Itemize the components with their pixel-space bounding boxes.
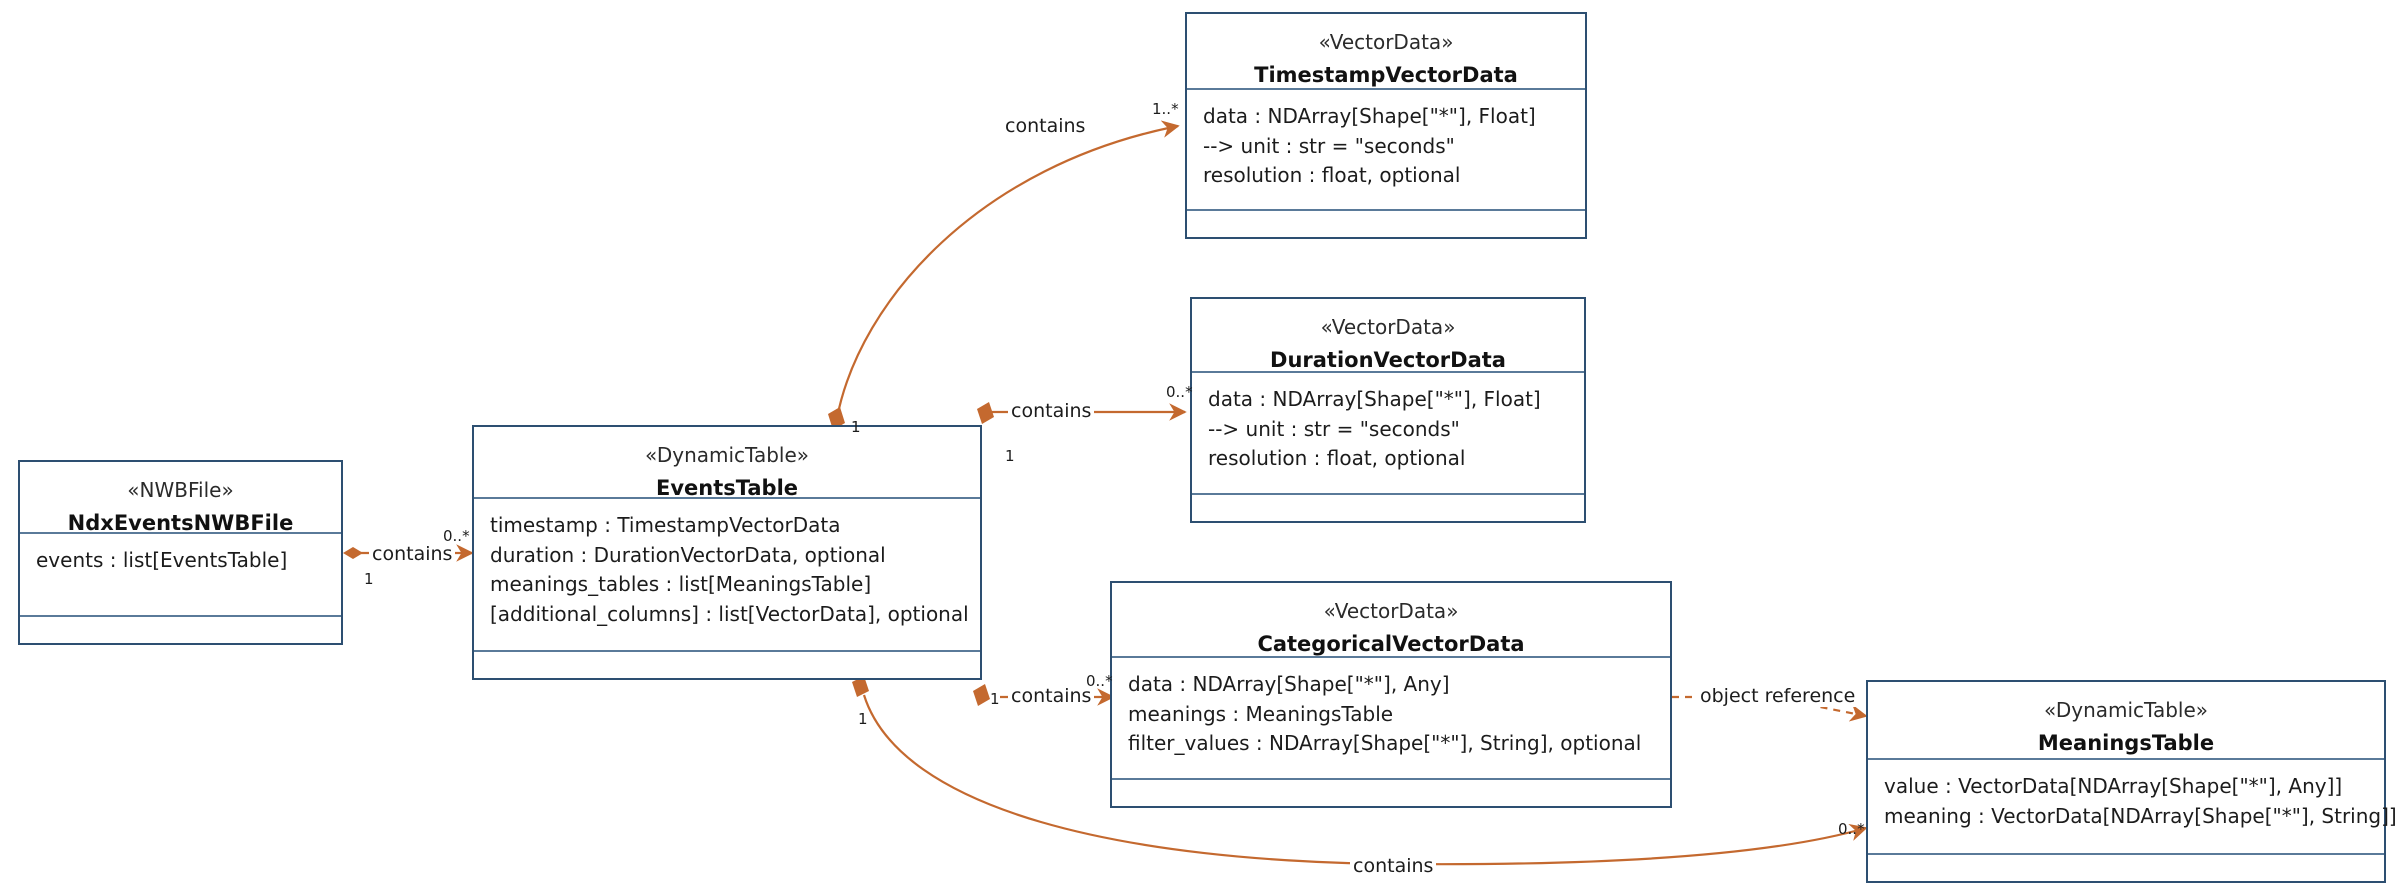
attribute-row: duration : DurationVectorData, optional [490,542,886,567]
attribute-row: --> unit : str = "seconds" [1203,133,1455,158]
edge-source-multiplicity-events-to-categorical: 1 [990,690,1000,708]
class-box-eventstable[interactable]: «DynamicTable» EventsTable timestamp : T… [472,425,982,680]
edge-events-to-timestamp [828,120,1180,430]
class-operations [20,617,341,643]
class-operations [1187,211,1585,237]
attribute-row: resolution : float, optional [1208,446,1466,471]
class-header: «VectorData» CategoricalVectorData [1112,583,1670,658]
class-stereotype: «DynamicTable» [644,443,810,467]
class-operations [1112,780,1670,806]
attribute-row: data : NDArray[Shape["*"], Any] [1128,672,1450,696]
edge-target-multiplicity-events-to-meanings: 0..* [1838,820,1865,838]
attribute-row: --> unit : str = "seconds" [1208,416,1460,441]
class-name: CategoricalVectorData [1257,632,1525,656]
attribute-row: timestamp : TimestampVectorData [490,513,841,537]
class-stereotype: «VectorData» [1318,30,1454,54]
class-header: «DynamicTable» MeaningsTable [1868,682,2384,760]
attribute-row: meaning : VectorData[NDArray[Shape["*"],… [1884,803,2397,828]
attribute-row: [additional_columns] : list[VectorData],… [490,601,969,626]
edge-label-categorical-to-meanings: object reference [1697,685,1859,707]
class-attributes: events : list[EventsTable] [20,534,341,617]
edge-label-events-to-duration: contains [1008,400,1095,422]
class-attributes: timestamp : TimestampVectorData duration… [474,499,980,652]
attribute-row: resolution : float, optional [1203,163,1461,188]
attribute-row: data : NDArray[Shape["*"], Float] [1203,104,1536,128]
edge-source-multiplicity-events-to-meanings: 1 [858,710,868,728]
class-box-ndxeventsnwbfile[interactable]: «NWBFile» NdxEventsNWBFile events : list… [18,460,343,645]
class-attributes: data : NDArray[Shape["*"], Float] --> un… [1187,90,1585,211]
attribute-row: value : VectorData[NDArray[Shape["*"], A… [1884,774,2343,798]
class-name: EventsTable [655,476,799,500]
edge-label-events-to-categorical: contains [1008,685,1095,707]
class-operations [1192,495,1584,521]
edge-label-events-to-timestamp: contains [1002,115,1089,137]
class-name: NdxEventsNWBFile [67,511,294,535]
edge-label-nwbfile-to-events: contains [369,543,456,565]
class-header: «VectorData» DurationVectorData [1192,299,1584,373]
class-attributes: data : NDArray[Shape["*"], Float] --> un… [1192,373,1584,495]
class-attributes: data : NDArray[Shape["*"], Any] meanings… [1112,658,1670,780]
edge-target-multiplicity-events-to-categorical: 0..* [1086,672,1113,690]
class-stereotype: «NWBFile» [127,478,234,502]
edge-label-events-to-meanings: contains [1350,855,1437,877]
attribute-row: events : list[EventsTable] [36,548,288,572]
attribute-row: data : NDArray[Shape["*"], Float] [1208,387,1541,411]
class-box-timestampvectordata[interactable]: «VectorData» TimestampVectorData data : … [1185,12,1587,239]
edge-target-multiplicity-events-to-timestamp: 1..* [1152,100,1179,118]
class-box-meaningstable[interactable]: «DynamicTable» MeaningsTable value : Vec… [1866,680,2397,883]
attribute-row: filter_values : NDArray[Shape["*"], Stri… [1128,731,1642,756]
class-name: MeaningsTable [2037,731,2215,755]
class-box-categoricalvectordata[interactable]: «VectorData» CategoricalVectorData data … [1110,581,1672,808]
class-header: «NWBFile» NdxEventsNWBFile [20,462,341,535]
class-operations [474,652,980,678]
edge-target-multiplicity-nwbfile-to-events: 0..* [443,527,470,545]
class-name: DurationVectorData [1270,348,1506,372]
edge-source-multiplicity-events-to-timestamp: 1 [851,418,861,436]
attribute-row: meanings_tables : list[MeaningsTable] [490,572,872,597]
edge-source-multiplicity-events-to-duration: 1 [1005,447,1015,465]
class-stereotype: «VectorData» [1323,599,1459,623]
attribute-row: meanings : MeaningsTable [1128,701,1394,726]
class-header: «VectorData» TimestampVectorData [1187,14,1585,90]
class-stereotype: «DynamicTable» [2043,698,2209,722]
edge-target-multiplicity-events-to-duration: 0..* [1166,383,1193,401]
class-stereotype: «VectorData» [1320,315,1456,339]
class-box-durationvectordata[interactable]: «VectorData» DurationVectorData data : N… [1190,297,1586,523]
class-attributes: value : VectorData[NDArray[Shape["*"], A… [1868,760,2397,855]
class-header: «DynamicTable» EventsTable [474,427,980,500]
edge-source-multiplicity-nwbfile-to-events: 1 [364,570,374,588]
class-name: TimestampVectorData [1254,63,1518,87]
class-operations [1868,855,2384,881]
